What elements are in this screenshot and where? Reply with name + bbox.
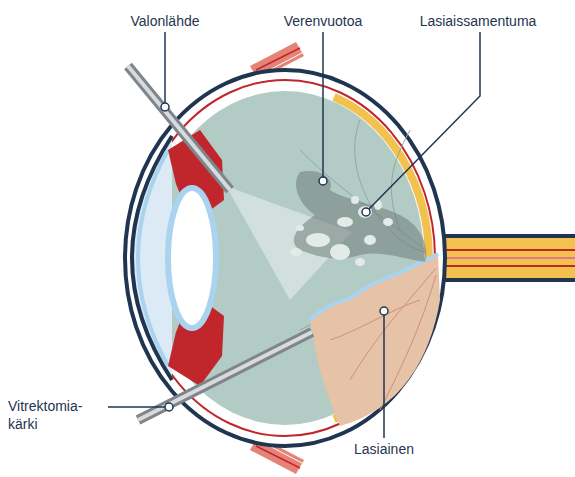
leader-dot <box>161 103 388 411</box>
part-label: Verenvuotoa <box>284 12 363 30</box>
part-label: Vitrektomia- kärki <box>8 397 104 433</box>
cornea-inner <box>138 150 168 366</box>
light-pipe <box>128 66 230 190</box>
part-label: Lasiainen <box>354 440 414 458</box>
part-label: Lasiaissamentuma <box>420 12 537 30</box>
detached-vessels <box>330 268 436 410</box>
leader-line <box>108 32 480 438</box>
lens <box>168 188 216 328</box>
hemorrhage <box>294 171 426 262</box>
vitreous-opacity <box>290 196 393 266</box>
part-label: Valonlähde <box>130 12 199 30</box>
detached-retina <box>310 254 440 426</box>
retina-edge <box>310 254 438 320</box>
